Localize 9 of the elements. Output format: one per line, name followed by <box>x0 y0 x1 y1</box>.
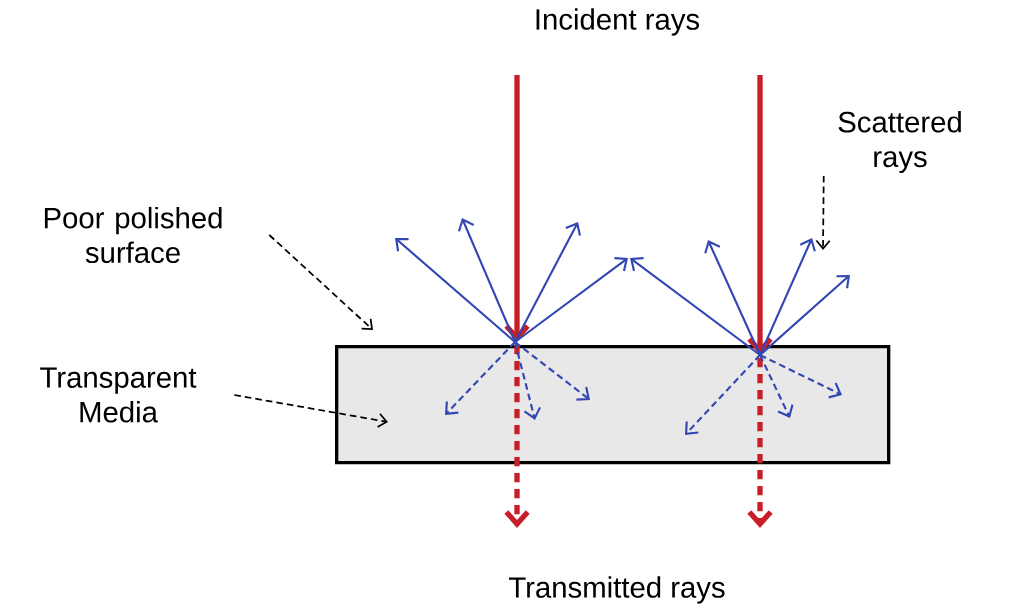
callout-text: Poor polished surface <box>44 206 222 264</box>
leader-line <box>233 394 388 428</box>
leader-line <box>268 234 373 330</box>
leader-line <box>815 175 831 250</box>
callout-text: Transparent Media <box>40 367 197 423</box>
callout-text: Scattered rays <box>838 111 961 173</box>
transparent-slab <box>335 345 891 465</box>
ray-label: Transmitted rays <box>509 576 725 604</box>
ray-label: Incident rays <box>536 8 700 36</box>
